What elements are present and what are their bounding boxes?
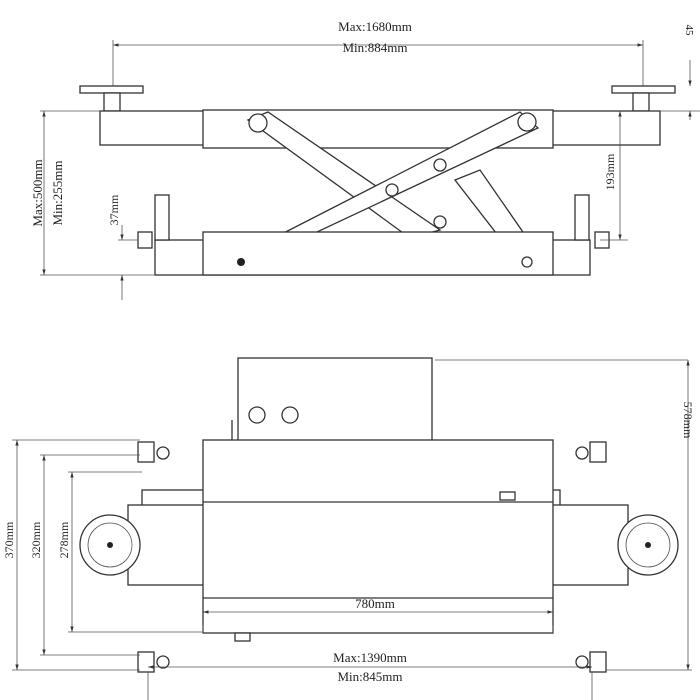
body-length-label: 780mm bbox=[355, 596, 395, 611]
wheel-bolt-left bbox=[137, 231, 153, 249]
saddle-pad-left bbox=[79, 514, 141, 576]
pad-spread-mid-label: 320mm bbox=[29, 521, 43, 558]
wheel-bolts bbox=[137, 441, 607, 673]
length-max-label: Max:1390mm bbox=[333, 650, 407, 665]
pad-spread-inner-label: 278mm bbox=[57, 521, 71, 558]
height-min-label: Min:255mm bbox=[50, 160, 65, 225]
pad-height-label: 45 bbox=[683, 25, 695, 37]
top-view: 578mm 370mm 320mm 278mm 780mm bbox=[2, 357, 695, 700]
height-max-label: Max:500mm bbox=[30, 159, 45, 226]
lift-pad-right bbox=[611, 85, 676, 94]
side-view: Max:1680mm Min:884mm 45 Max:500mm Min:25… bbox=[30, 19, 700, 300]
arm-height-label: 193mm bbox=[603, 153, 617, 190]
main-body bbox=[202, 439, 554, 634]
depth-total-label: 578mm bbox=[681, 402, 695, 439]
saddle-pad-right bbox=[617, 514, 679, 576]
width-max-label: Max:1680mm bbox=[338, 19, 412, 34]
pad-spread-outer-label: 370mm bbox=[2, 521, 16, 558]
base-offset-label: 37mm bbox=[107, 194, 121, 225]
length-min-label: Min:845mm bbox=[337, 669, 402, 684]
width-min-label: Min:884mm bbox=[342, 40, 407, 55]
lift-pad-left bbox=[79, 85, 144, 94]
